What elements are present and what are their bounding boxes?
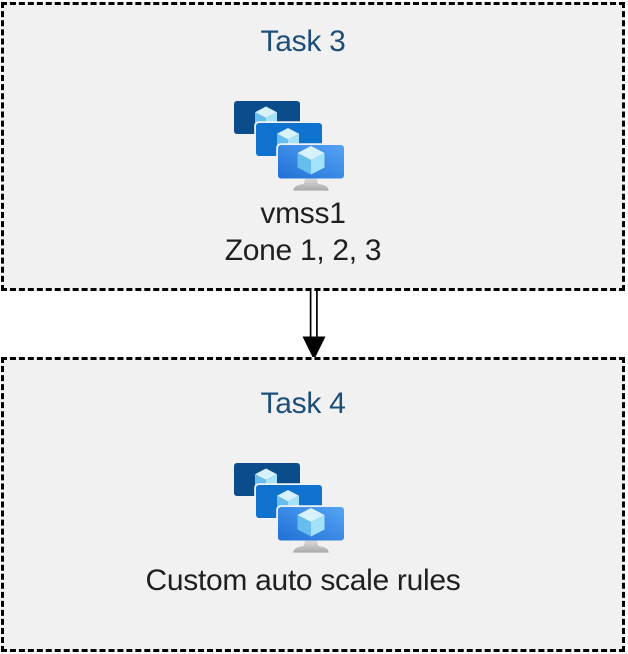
task4-title: Task 4 bbox=[260, 387, 346, 420]
down-arrow-icon bbox=[302, 291, 326, 360]
task4-box: Task 4 bbox=[1, 357, 625, 652]
vm-scale-set-icon bbox=[234, 101, 346, 191]
vmss-name-label: vmss1 bbox=[260, 197, 346, 230]
task4-labels: Custom auto scale rules bbox=[4, 562, 602, 599]
autoscale-label: Custom auto scale rules bbox=[145, 564, 461, 597]
task3-labels: vmss1 Zone 1, 2, 3 bbox=[4, 195, 602, 269]
task3-box: Task 3 bbox=[1, 2, 625, 291]
vm-scale-set-icon bbox=[234, 463, 346, 553]
task3-title: Task 3 bbox=[260, 25, 346, 58]
zones-label: Zone 1, 2, 3 bbox=[224, 234, 382, 267]
